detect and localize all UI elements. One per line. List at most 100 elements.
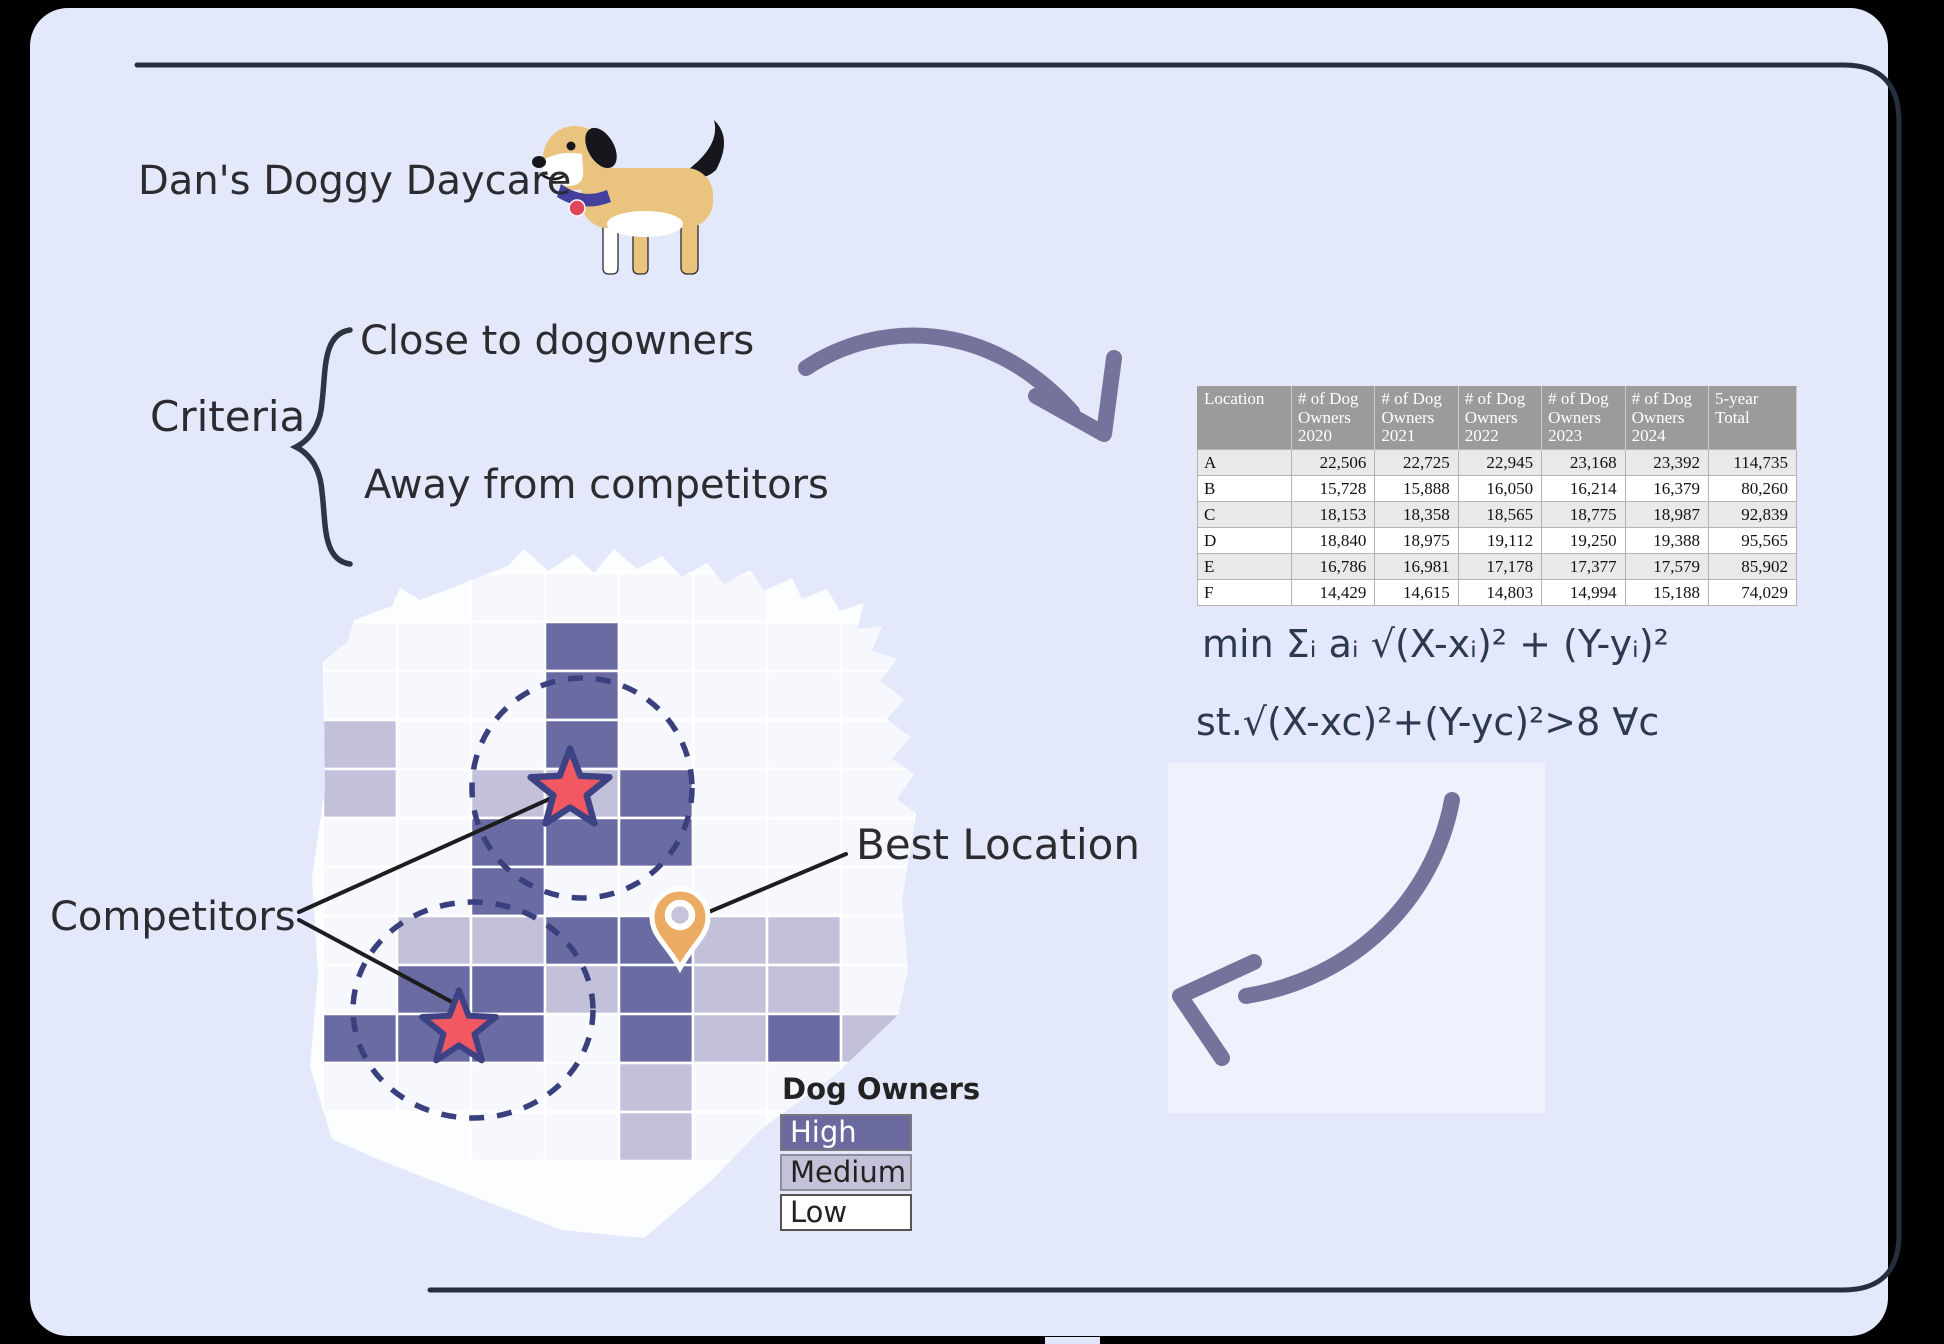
heatmap-cell-low [395, 1061, 473, 1114]
heatmap-cell-low [691, 1110, 769, 1163]
criteria-item-competitors: Away from competitors [364, 462, 829, 508]
heatmap-cell-low [395, 620, 473, 673]
value-cell: 16,050 [1457, 475, 1543, 503]
criteria-brace [289, 327, 353, 567]
column-header: # of Dog Owners 2023 [1541, 386, 1626, 450]
value-cell: 15,188 [1624, 579, 1710, 607]
heatmap-cell-medium [617, 1061, 695, 1114]
value-cell: 22,506 [1290, 449, 1376, 477]
competitor-radius-circle [469, 675, 695, 901]
value-cell: 18,975 [1374, 527, 1459, 555]
value-cell: 17,178 [1457, 553, 1543, 581]
leader-lines [297, 794, 848, 1004]
heatmap-cell-high [543, 816, 621, 869]
heatmap-cell-low [395, 669, 473, 722]
heatmap-cell-low [469, 718, 547, 771]
value-cell: 17,579 [1624, 553, 1710, 581]
heatmap-cell-medium [321, 767, 399, 820]
value-cell: 14,615 [1374, 579, 1459, 607]
value-cell: 16,214 [1541, 475, 1626, 503]
heatmap-cell-low [691, 669, 769, 722]
heatmap-cell-high [543, 620, 621, 673]
competitor-radius-circle [350, 899, 596, 1121]
heatmap-cell-low [395, 816, 473, 869]
heatmap-cell-low [543, 1012, 621, 1065]
value-cell: 14,994 [1541, 579, 1626, 607]
objective-formula: min Σᵢ aᵢ √(X-xᵢ)² + (Y-yᵢ)² [1202, 622, 1669, 666]
criteria-item-dogowners: Close to dogowners [360, 318, 755, 364]
competitors-label: Competitors [50, 894, 296, 940]
heatmap-cell-high [617, 963, 695, 1016]
value-cell: 16,379 [1624, 475, 1710, 503]
heatmap-cell-high [617, 1012, 695, 1065]
value-cell: 18,153 [1290, 501, 1376, 529]
heatmap-cell-high [321, 1012, 399, 1065]
heatmap-cell-low [321, 620, 399, 673]
arrow-to-table-icon [798, 327, 1122, 442]
heatmap-cell-high [617, 767, 695, 820]
heatmap-cell-low [543, 571, 621, 624]
arrow-to-map-icon [1172, 792, 1460, 1066]
value-cell: 18,565 [1457, 501, 1543, 529]
heatmap-cell-low [691, 767, 769, 820]
value-cell: 16,981 [1374, 553, 1459, 581]
heatmap-cell-medium [765, 963, 843, 1016]
heatmap-cell-low [469, 620, 547, 673]
heatmap-cell-medium [691, 963, 769, 1016]
column-header: # of Dog Owners 2024 [1625, 386, 1710, 450]
heatmap-cell-low [617, 669, 695, 722]
value-cell: 15,728 [1290, 475, 1376, 503]
heatmap-cell-medium [765, 914, 843, 967]
heatmap-cell-low [765, 767, 843, 820]
heatmap-cell-medium [543, 963, 621, 1016]
value-cell: 74,029 [1708, 579, 1797, 607]
best-location-pin-icon [649, 886, 711, 974]
value-cell: 16,786 [1290, 553, 1376, 581]
heatmap-cell-high [469, 816, 547, 869]
heatmap-map [297, 549, 916, 1238]
value-cell: 17,377 [1541, 553, 1626, 581]
heatmap-cell-low [617, 571, 695, 624]
location-cell: E [1197, 553, 1292, 581]
heatmap-cell-medium [469, 914, 547, 967]
column-header: Location [1197, 386, 1292, 450]
heatmap-cell-low [395, 865, 473, 918]
value-cell: 114,735 [1708, 449, 1797, 477]
heatmap-cell-high [469, 963, 547, 1016]
heatmap-cell-low [691, 1061, 769, 1114]
heatmap-cell-low [617, 620, 695, 673]
value-cell: 19,388 [1624, 527, 1710, 555]
value-cell: 18,987 [1624, 501, 1710, 529]
value-cell: 18,358 [1374, 501, 1459, 529]
legend-item-low: Low [780, 1194, 912, 1231]
value-cell: 22,725 [1374, 449, 1459, 477]
heatmap-cell-low [691, 816, 769, 869]
heatmap-cell-high [765, 1012, 843, 1065]
heatmap-cell-medium [395, 914, 473, 967]
heatmap-cell-high [543, 914, 621, 967]
column-header: # of Dog Owners 2021 [1374, 386, 1459, 450]
heatmap-cell-high [617, 816, 695, 869]
heatmap-cell-low [765, 669, 843, 722]
heatmap-cell-medium [691, 1012, 769, 1065]
value-cell: 19,250 [1541, 527, 1626, 555]
heatmap-cell-low [691, 620, 769, 673]
table-header: Location# of Dog Owners 2020# of Dog Own… [1197, 386, 1797, 450]
legend-item-high: High [780, 1114, 912, 1151]
heatmap-cell-low [321, 669, 399, 722]
value-cell: 18,775 [1541, 501, 1626, 529]
frame-notch [1045, 1337, 1100, 1344]
heatmap-cell-low [839, 963, 916, 1016]
dog-owners-table: Location# of Dog Owners 2020# of Dog Own… [1197, 386, 1797, 607]
value-cell: 80,260 [1708, 475, 1797, 503]
heatmap-cell-low [691, 718, 769, 771]
value-cell: 14,429 [1290, 579, 1376, 607]
